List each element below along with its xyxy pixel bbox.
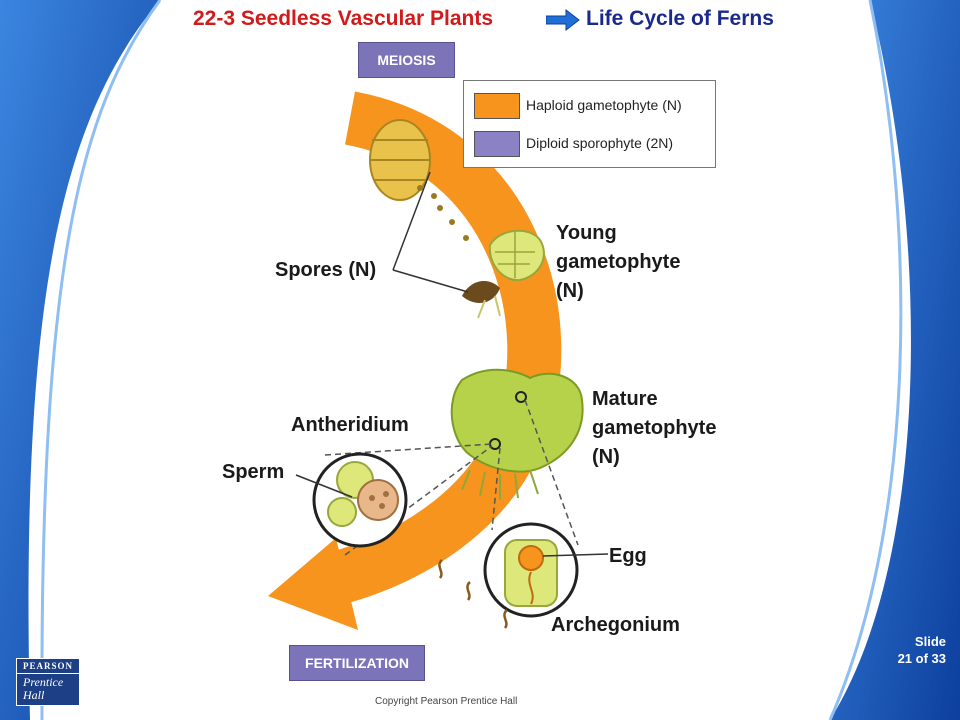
copyright-text: Copyright Pearson Prentice Hall: [375, 696, 518, 707]
left-blue-swoosh: [0, 0, 160, 720]
slide-counter: Slide 21 of 33: [897, 634, 946, 666]
legend-diploid-label: Diploid sporophyte (2N): [526, 135, 674, 151]
legend: Haploid gametophyte (N) Diploid sporophy…: [463, 80, 716, 168]
slide-title: 22-3 Seedless Vascular Plants Life Cycle…: [0, 7, 960, 37]
fertilization-label: FERTILIZATION: [289, 645, 425, 681]
sperm-label: Sperm: [222, 461, 285, 483]
spores-label: Spores (N): [275, 259, 377, 281]
meiosis-label: MEIOSIS: [358, 42, 455, 78]
mature-gametophyte-label: Mature gametophyte (N): [592, 388, 717, 468]
topic-title: Life Cycle of Ferns: [586, 7, 774, 30]
right-blue-swoosh: [830, 0, 960, 720]
egg-label: Egg: [609, 545, 647, 567]
archegonium-label: Archegonium: [551, 614, 680, 636]
antheridium-detail: [312, 443, 493, 556]
antheridium-label: Antheridium: [291, 414, 409, 436]
legend-haploid-label: Haploid gametophyte (N): [526, 97, 682, 113]
young-gametophyte-label: Young gametophyte (N): [556, 222, 681, 302]
young-gametophyte-illustration: [462, 229, 545, 319]
haploid-swatch: [474, 93, 520, 119]
section-title: 22-3 Seedless Vascular Plants: [193, 7, 494, 30]
cycle-arrowhead: [268, 538, 358, 630]
sporangium-illustration: [369, 119, 469, 241]
arrow-right-icon: [546, 9, 580, 31]
publisher-logo: PEARSON Prentice Hall: [16, 658, 80, 706]
diploid-swatch: [474, 131, 520, 157]
mature-gametophyte-illustration: [450, 368, 584, 500]
